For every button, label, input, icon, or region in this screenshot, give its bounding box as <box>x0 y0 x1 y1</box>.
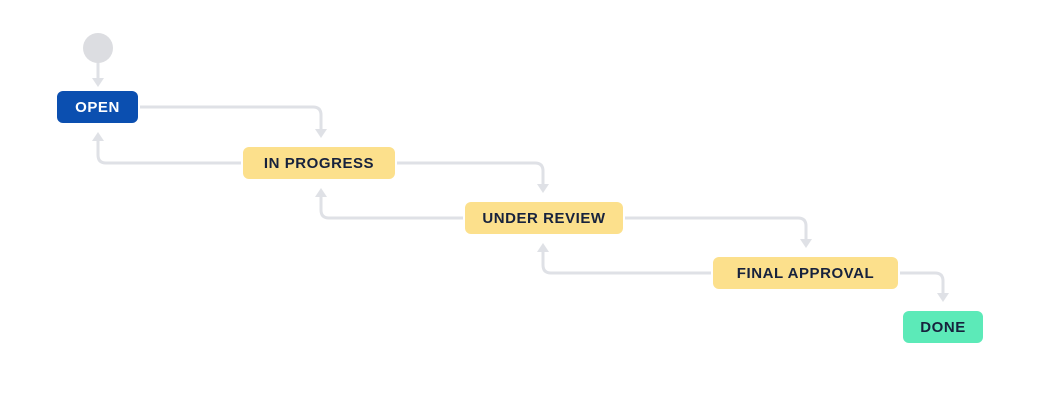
connector-under-review-to-in-progress <box>315 188 463 220</box>
status-node-open[interactable]: OPEN <box>57 91 138 123</box>
status-node-done[interactable]: DONE <box>903 311 983 343</box>
connector-in-progress-to-under-review <box>397 161 549 193</box>
connector-open-to-in-progress <box>140 105 327 138</box>
status-node-final-approval[interactable]: FINAL APPROVAL <box>713 257 898 289</box>
workflow-start-node[interactable] <box>83 33 113 63</box>
connector-under-review-to-final-approval <box>625 216 812 248</box>
connector-start-to-open <box>92 60 104 87</box>
connector-in-progress-to-open <box>92 132 241 165</box>
connector-final-approval-to-under-review <box>537 243 711 275</box>
status-node-in-progress[interactable]: IN PROGRESS <box>243 147 395 179</box>
connector-final-approval-to-done <box>900 271 949 302</box>
status-node-under-review[interactable]: UNDER REVIEW <box>465 202 623 234</box>
